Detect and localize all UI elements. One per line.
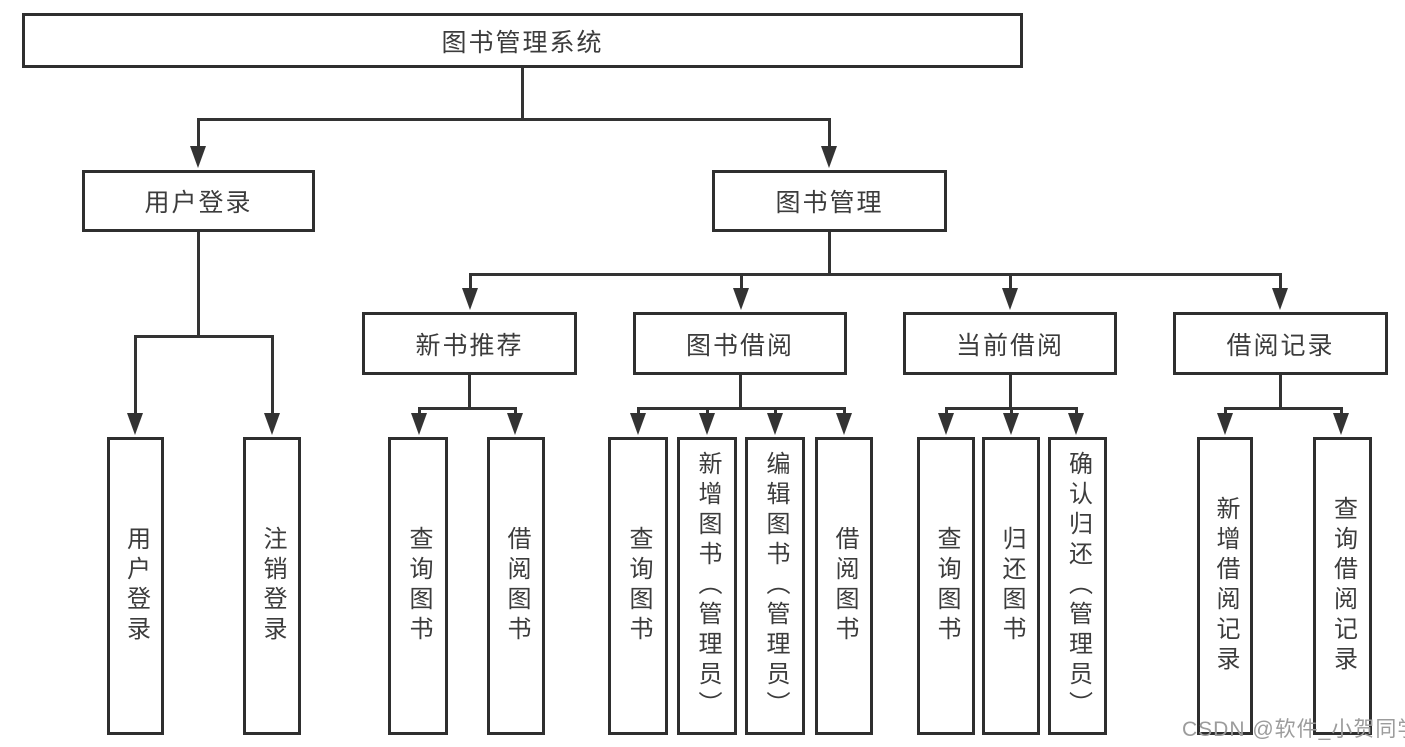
node-new-book-recommend: 新书推荐 xyxy=(362,312,577,375)
leaf-query-books-2: 查询图书 xyxy=(608,437,668,735)
leaf-logout: 注销登录 xyxy=(243,437,301,735)
arrow-down-icon xyxy=(938,413,954,435)
node-book-borrow: 图书借阅 xyxy=(633,312,847,375)
arrow-down-icon xyxy=(1068,413,1084,435)
arrow-down-icon xyxy=(630,413,646,435)
arrow-down-icon xyxy=(462,288,478,310)
arrow-down-icon xyxy=(507,413,523,435)
line-segment xyxy=(418,407,516,410)
arrow-down-icon xyxy=(411,413,427,435)
leaf-query-books-1: 查询图书 xyxy=(388,437,448,735)
line-segment xyxy=(134,335,137,417)
leaf-borrow-books-1: 借阅图书 xyxy=(487,437,545,735)
arrow-down-icon xyxy=(1333,413,1349,435)
leaf-confirm-return-admin: 确认归还（管理员） xyxy=(1048,437,1107,735)
arrow-down-icon xyxy=(264,413,280,435)
line-segment xyxy=(469,273,472,293)
leaf-return-books: 归还图书 xyxy=(982,437,1040,735)
line-segment xyxy=(1009,375,1012,407)
arrow-down-icon xyxy=(699,413,715,435)
arrow-down-icon xyxy=(1002,288,1018,310)
line-segment xyxy=(197,232,200,335)
node-root-library-management-system: 图书管理系统 xyxy=(22,13,1023,68)
arrow-down-icon xyxy=(767,413,783,435)
csdn-watermark: CSDN @软件_小贺同学 xyxy=(1182,718,1405,741)
arrow-down-icon xyxy=(1217,413,1233,435)
arrow-down-icon xyxy=(821,146,837,168)
arrow-down-icon xyxy=(733,288,749,310)
arrow-down-icon xyxy=(836,413,852,435)
line-segment xyxy=(828,232,831,273)
line-segment xyxy=(1224,407,1343,410)
line-segment xyxy=(134,335,273,338)
leaf-user-login: 用户登录 xyxy=(107,437,164,735)
line-segment xyxy=(1279,375,1282,407)
line-segment xyxy=(637,407,845,410)
leaf-query-borrow-record: 查询借阅记录 xyxy=(1313,437,1372,735)
line-segment xyxy=(828,118,831,152)
node-current-borrow: 当前借阅 xyxy=(903,312,1117,375)
arrow-down-icon xyxy=(1003,413,1019,435)
leaf-query-books-3: 查询图书 xyxy=(917,437,975,735)
line-segment xyxy=(1009,273,1012,293)
line-segment xyxy=(1279,273,1282,293)
arrow-down-icon xyxy=(190,146,206,168)
line-segment xyxy=(197,118,831,121)
line-segment xyxy=(739,375,742,407)
node-user-login: 用户登录 xyxy=(82,170,315,232)
arrow-down-icon xyxy=(127,413,143,435)
leaf-add-borrow-record: 新增借阅记录 xyxy=(1197,437,1253,735)
line-segment xyxy=(469,273,1282,276)
line-segment xyxy=(521,68,524,118)
leaf-edit-books-admin: 编辑图书（管理员） xyxy=(745,437,805,735)
line-segment xyxy=(468,375,471,407)
node-book-management: 图书管理 xyxy=(712,170,947,232)
node-borrow-records: 借阅记录 xyxy=(1173,312,1388,375)
line-segment xyxy=(271,335,274,417)
line-segment xyxy=(197,118,200,152)
leaf-borrow-books-2: 借阅图书 xyxy=(815,437,873,735)
arrow-down-icon xyxy=(1272,288,1288,310)
line-segment xyxy=(740,273,743,293)
leaf-add-books-admin: 新增图书（管理员） xyxy=(677,437,737,735)
